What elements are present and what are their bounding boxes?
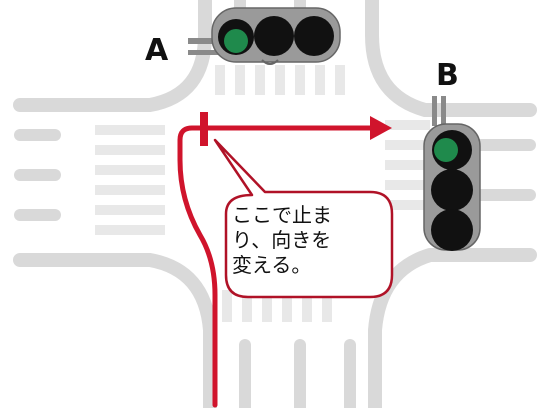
signal-b-label: B	[436, 58, 459, 93]
callout-bubble	[213, 138, 394, 299]
crosswalk-right	[385, 120, 430, 210]
signal-a-lamp-2	[254, 16, 294, 56]
signal-b	[423, 96, 481, 251]
signal-a-lamp-3	[294, 16, 334, 56]
signal-b-lamp-3	[431, 209, 473, 251]
lane-markings	[14, 0, 536, 412]
signal-a-arm	[188, 38, 218, 44]
signal-a-label: A	[145, 33, 169, 68]
crosswalk-top	[215, 65, 345, 95]
signal-b-pole	[432, 96, 437, 126]
signal-b-green-light	[434, 138, 458, 162]
callout-text: ここで止ま り、向きを 変える。	[232, 203, 332, 277]
curb-top-right	[365, 0, 537, 117]
curb-bottom-left	[13, 253, 217, 412]
signal-a	[188, 7, 341, 65]
crosswalk-bottom	[222, 290, 332, 322]
signal-a-green-light	[224, 29, 248, 53]
turn-route	[177, 125, 373, 408]
signal-b-lamp-2	[431, 169, 473, 211]
route-arrowhead	[370, 116, 392, 140]
curb-top-left	[13, 0, 212, 112]
route-line	[177, 125, 373, 408]
crosswalk-left	[95, 125, 165, 235]
curb-bottom-right	[368, 248, 537, 412]
